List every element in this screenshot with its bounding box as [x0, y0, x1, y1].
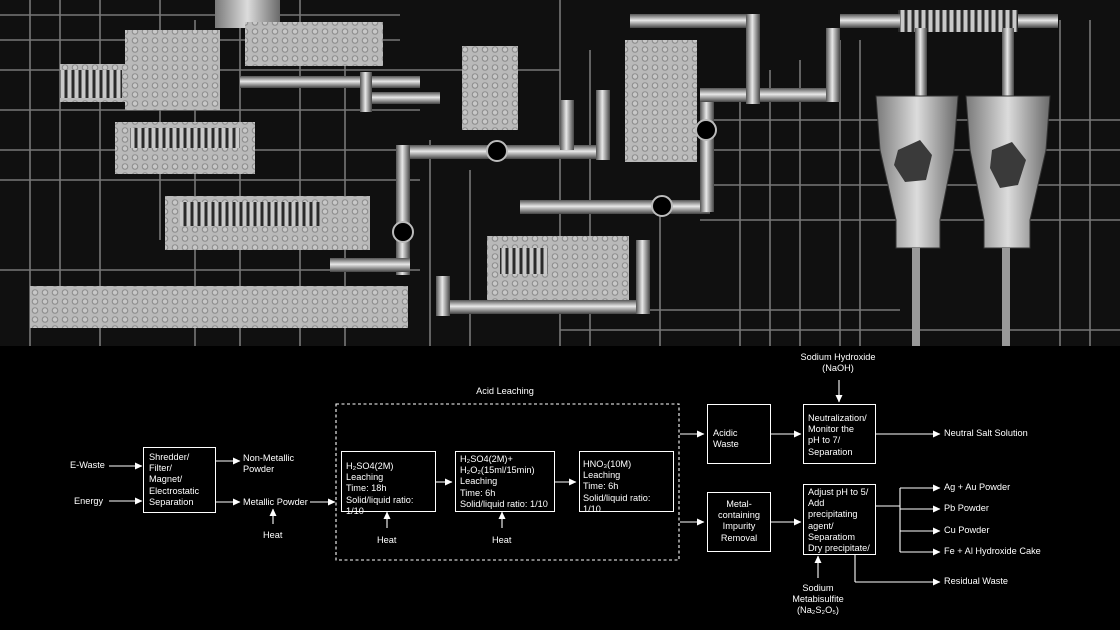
input-ewaste: E-Waste: [70, 460, 105, 470]
product-ag-au: Ag + Au Powder: [944, 482, 1011, 492]
sodium-hydroxide-label: Sodium Hydroxide (NaOH): [800, 352, 876, 374]
product-cu: Cu Powder: [944, 525, 990, 535]
settling-tanks: [875, 95, 1051, 346]
industrial-plant-illustration: [0, 0, 1120, 346]
acidic-waste-box: Acidic Waste: [707, 404, 771, 464]
vent-grilles: [60, 10, 1018, 274]
product-pb: Pb Powder: [944, 503, 989, 513]
heat-label-2: Heat: [377, 535, 397, 545]
heat-label-3: Heat: [492, 535, 512, 545]
input-energy: Energy: [74, 496, 104, 506]
sodium-metabisulfite-label: Sodium Metabisulfite (Na₂S₂O₅): [792, 583, 844, 616]
heat-label-1: Heat: [263, 530, 283, 540]
neutral-salt-label: Neutral Salt Solution: [944, 428, 1028, 438]
acid-leaching-title: Acid Leaching: [476, 386, 534, 396]
flow-connectors: [109, 380, 941, 586]
product-fe-al: Fe + Al Hydroxide Cake: [944, 546, 1041, 556]
valves: [392, 119, 717, 243]
acid-leaching-group: [335, 403, 680, 561]
process-flow-diagram: Acid Leaching E-Waste Energy Shredder/Fi…: [0, 346, 1120, 630]
residual-waste-label: Residual Waste: [944, 576, 1008, 586]
non-metallic-powder-label: Non-Metallic Powder: [243, 453, 295, 475]
metallic-powder-label: Metallic Powder: [243, 497, 308, 507]
